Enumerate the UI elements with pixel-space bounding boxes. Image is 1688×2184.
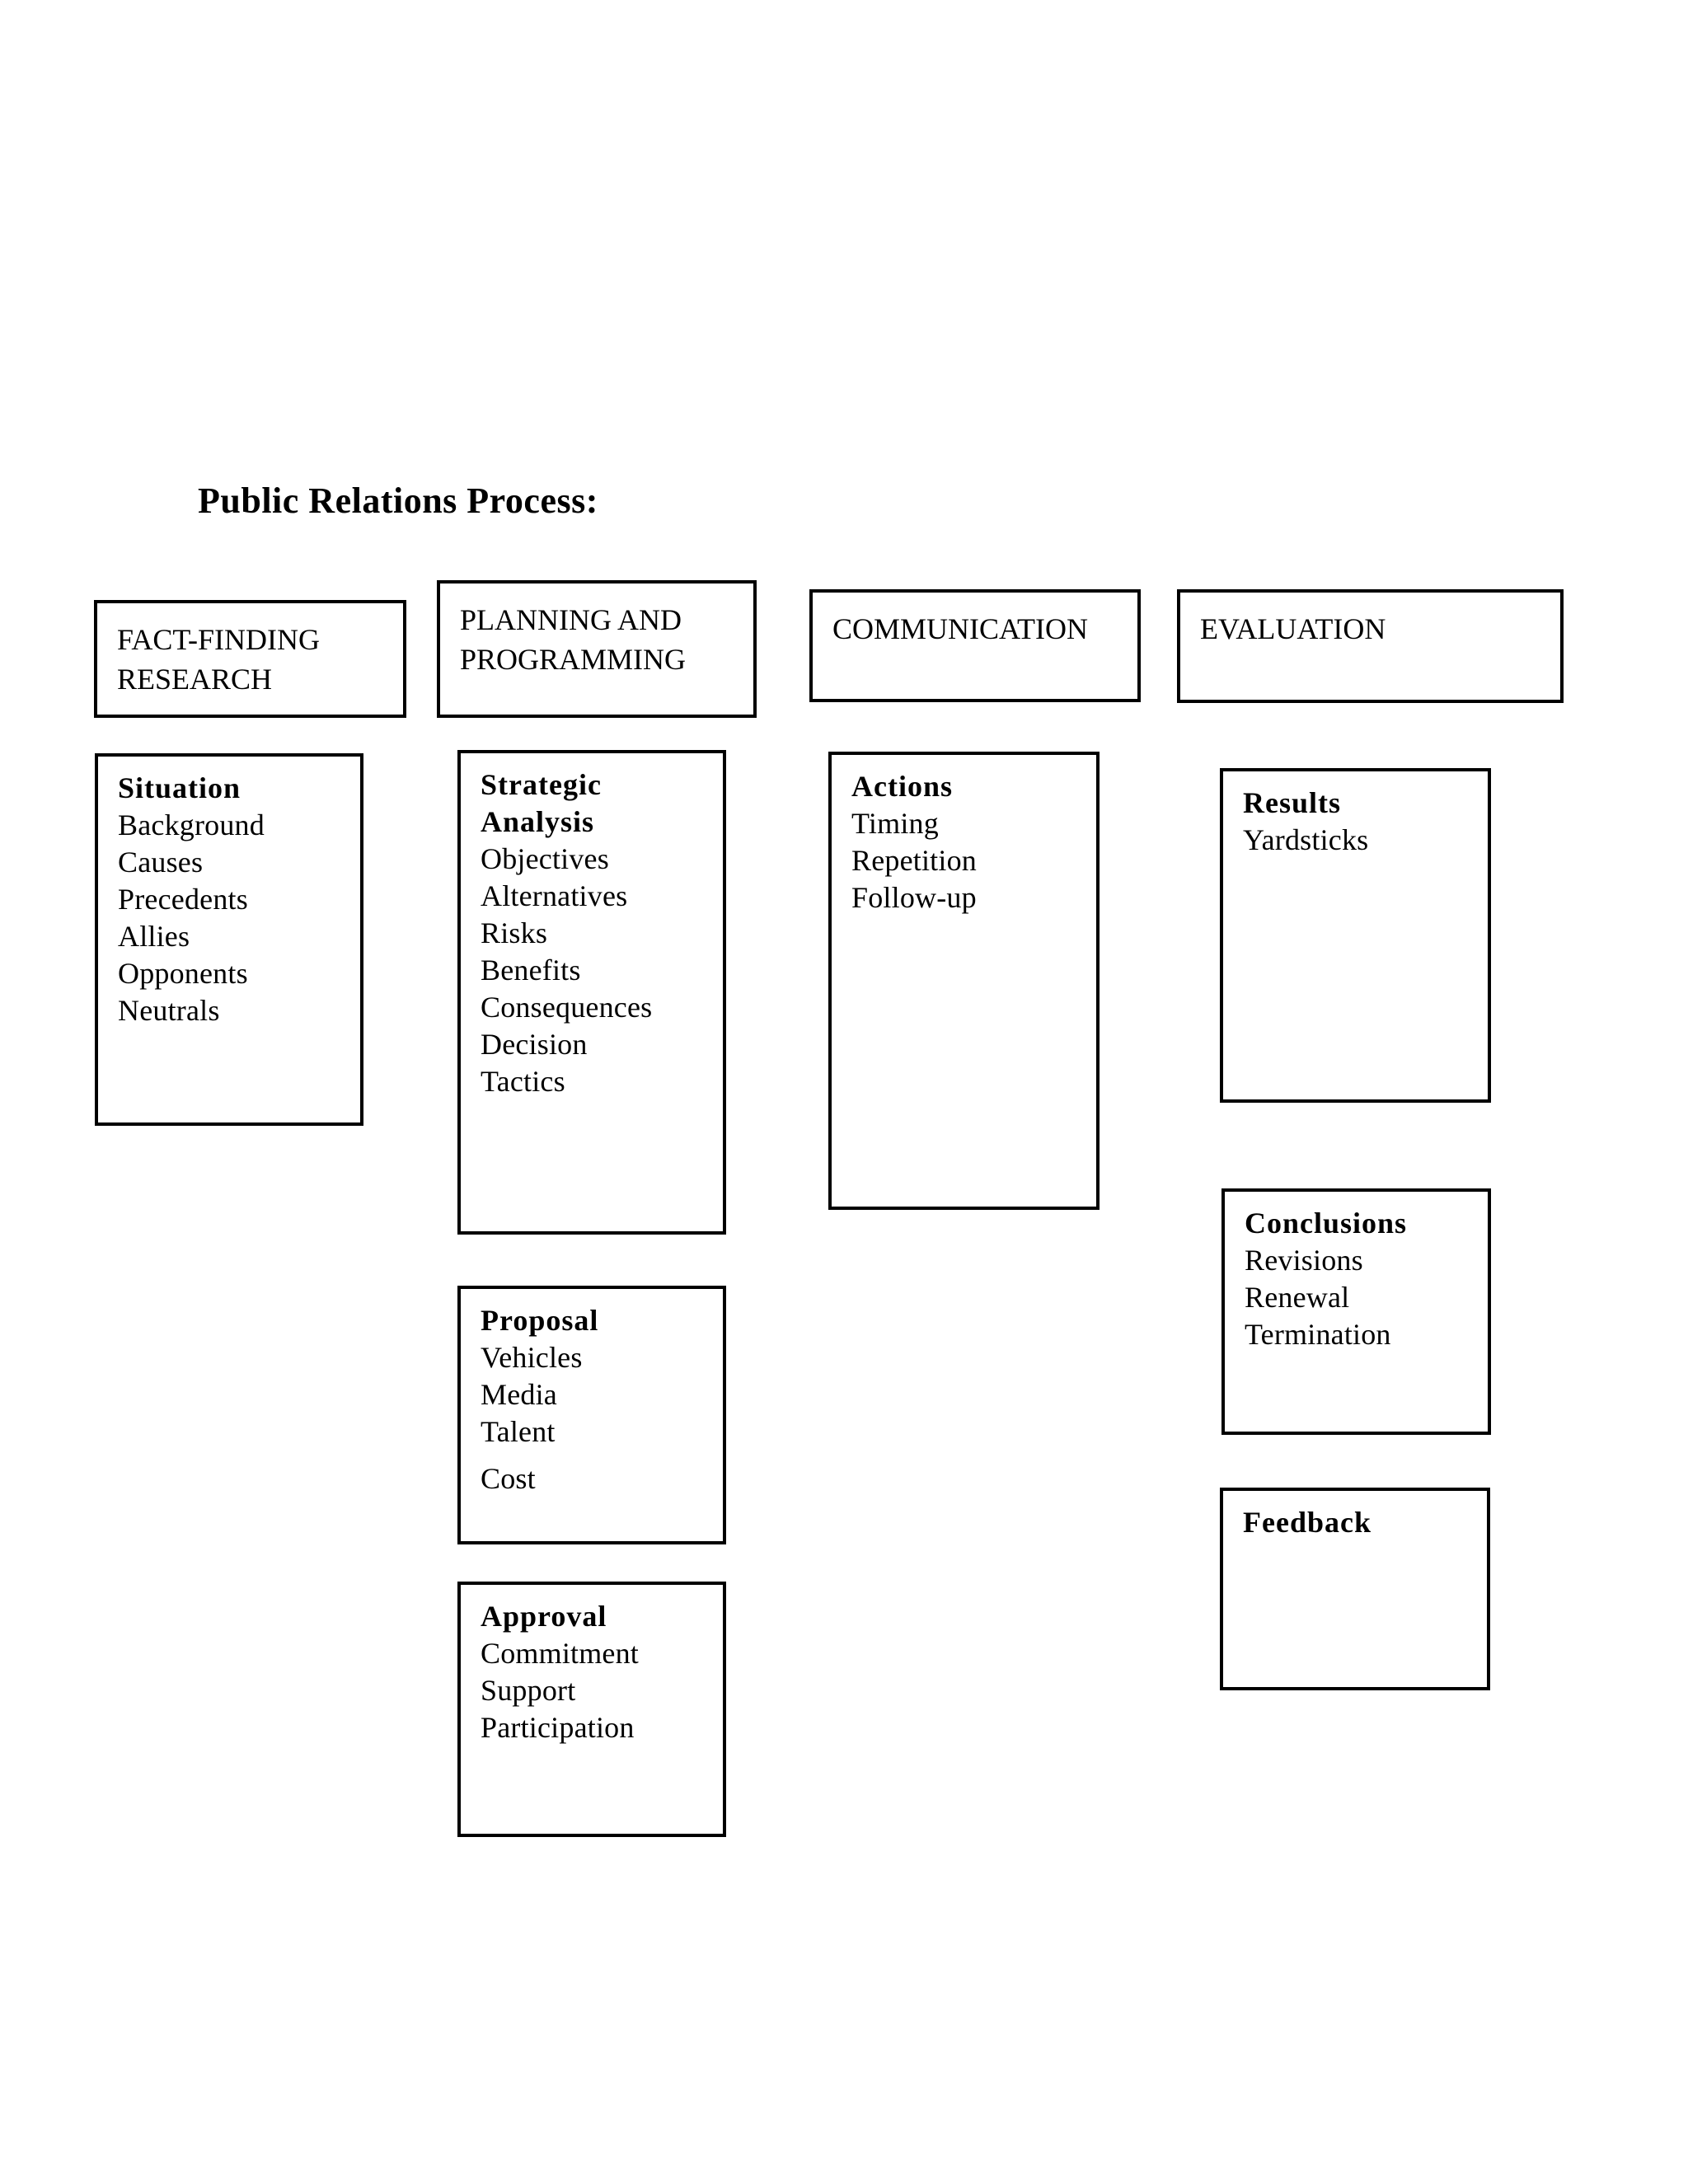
box-item: Opponents <box>118 957 248 990</box>
box-item: Participation <box>481 1711 635 1744</box>
stage-box-planning-and-programming: PLANNING AND PROGRAMMING <box>437 580 757 718</box>
box-heading-proposal: Proposal <box>481 1304 599 1337</box>
stage-box-communication: COMMUNICATION <box>809 589 1141 702</box>
stage-label-communication: COMMUNICATION <box>832 612 1089 645</box>
box-heading-results: Results <box>1243 786 1342 819</box>
box-item: Follow-up <box>851 881 977 914</box>
box-item: Decision <box>481 1028 588 1061</box>
box-item: Commitment <box>481 1637 640 1670</box>
box-item: Termination <box>1245 1318 1391 1351</box>
box-item: Repetition <box>851 844 977 877</box>
box-item: Renewal <box>1245 1281 1350 1314</box>
stage-label-planning-and-programming: PLANNING AND PROGRAMMING <box>460 603 687 676</box>
box-item: Neutrals <box>118 994 220 1027</box>
box-heading-approval: Approval <box>481 1600 607 1633</box>
box-item: Revisions <box>1245 1244 1363 1277</box>
detail-box-strategic-analysis: Strategic Analysis Objectives Alternativ… <box>457 750 726 1235</box>
detail-box-proposal: Proposal Vehicles Media Talent Cost <box>457 1286 726 1544</box>
box-item: Vehicles <box>481 1341 583 1374</box>
box-item: Cost <box>481 1462 536 1495</box>
box-item: Objectives <box>481 842 609 875</box>
box-heading-situation: Situation <box>118 771 241 804</box>
box-item: Timing <box>851 807 939 840</box>
page-title: Public Relations Process: <box>198 480 598 521</box>
box-item: Risks <box>481 916 548 949</box>
box-item: Tactics <box>481 1065 565 1098</box>
box-heading-feedback: Feedback <box>1243 1506 1372 1539</box>
box-item: Consequences <box>481 991 653 1024</box>
stage-label-evaluation: EVALUATION <box>1200 612 1386 645</box>
detail-box-approval: Approval Commitment Support Participatio… <box>457 1582 726 1837</box>
box-item: Talent <box>481 1415 556 1448</box>
box-item: Yardsticks <box>1243 823 1369 856</box>
box-item: Alternatives <box>481 879 628 912</box>
box-item: Support <box>481 1674 576 1707</box>
box-item: Allies <box>118 920 190 953</box>
detail-box-results: Results Yardsticks <box>1220 768 1491 1103</box>
box-heading-actions: Actions <box>851 770 953 803</box>
box-item: Precedents <box>118 883 248 916</box>
box-heading-conclusions: Conclusions <box>1245 1207 1408 1240</box>
box-item: Causes <box>118 846 204 879</box>
detail-box-conclusions: Conclusions Revisions Renewal Terminatio… <box>1221 1188 1491 1435</box>
detail-box-actions: Actions Timing Repetition Follow-up <box>828 752 1100 1210</box>
detail-box-feedback: Feedback <box>1220 1488 1490 1690</box>
detail-box-situation: Situation Background Causes Precedents A… <box>95 753 363 1126</box>
stage-box-evaluation: EVALUATION <box>1177 589 1564 703</box>
stage-label-fact-finding-research: FACT-FINDING RESEARCH <box>117 623 321 696</box>
box-item: Media <box>481 1378 557 1411</box>
box-heading-strategic-analysis: Strategic Analysis <box>481 768 602 838</box>
stage-box-fact-finding-research: FACT-FINDING RESEARCH <box>94 600 406 718</box>
box-item: Background <box>118 808 265 841</box>
box-item: Benefits <box>481 954 581 987</box>
